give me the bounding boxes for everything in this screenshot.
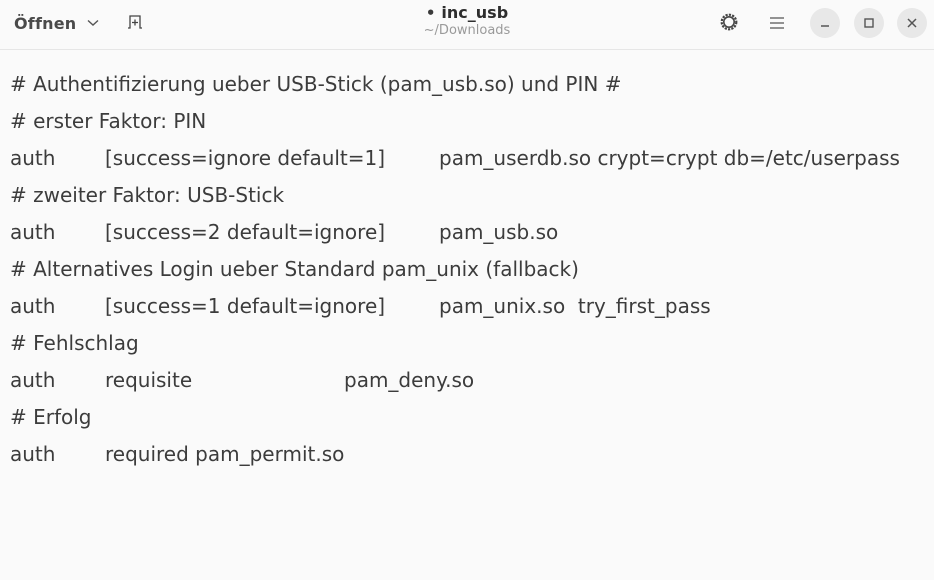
rule-control: requisite — [105, 368, 193, 392]
comment-line: # Authentifizierung ueber USB-Stick (pam… — [10, 72, 622, 96]
comment-line: # Erfolg — [10, 405, 92, 429]
rule-type: auth — [10, 442, 56, 466]
rule-module: pam_userdb.so crypt=crypt db=/etc/userpa… — [439, 146, 900, 170]
rule-line: auth requisite pam_deny.so — [10, 362, 930, 398]
comment-line: # Fehlschlag — [10, 331, 139, 355]
rule-type: auth — [10, 368, 56, 392]
comment-line: # erster Faktor: PIN — [10, 109, 207, 133]
rule-module: pam_usb.so — [439, 220, 559, 244]
text-editor[interactable]: # Authentifizierung ueber USB-Stick (pam… — [0, 51, 934, 512]
rule-module: pam_deny.so — [344, 368, 475, 392]
rule-line: auth [success=1 default=ignore] pam_unix… — [10, 288, 930, 324]
rule-module: pam_unix.so try_first_pass — [439, 294, 711, 318]
comment-line: # zweiter Faktor: USB-Stick — [10, 183, 285, 207]
chevron-down-icon — [86, 16, 100, 30]
unsaved-indicator: • — [425, 3, 436, 22]
minimize-icon — [819, 14, 831, 33]
document-title: inc_usb — [441, 3, 509, 22]
rule-control: [success=1 default=ignore] — [105, 294, 386, 318]
rule-line: auth [success=2 default=ignore] pam_usb.… — [10, 214, 930, 250]
close-button[interactable] — [897, 8, 927, 38]
close-icon — [906, 14, 918, 33]
maximize-button[interactable] — [854, 8, 884, 38]
header-bar: Öffnen • inc_usb ~/Downloads — [0, 0, 934, 50]
hamburger-menu-icon — [769, 15, 785, 34]
comment-line: # Alternatives Login ueber Standard pam_… — [10, 257, 579, 281]
rule-control: [success=ignore default=1] — [105, 146, 386, 170]
rule-line: auth [success=ignore default=1] pam_user… — [10, 140, 930, 176]
rule-line: auth required pam_permit.so — [10, 436, 930, 472]
main-menu-button[interactable] — [762, 9, 792, 39]
rule-type: auth — [10, 146, 56, 170]
settings-button[interactable] — [714, 9, 744, 39]
rule-type: auth — [10, 220, 56, 244]
rule-type: auth — [10, 294, 56, 318]
new-tab-icon — [126, 14, 144, 34]
document-path: ~/Downloads — [423, 23, 511, 38]
maximize-icon — [863, 14, 875, 33]
open-button-label: Öffnen — [14, 13, 77, 33]
rule-control: [success=2 default=ignore] — [105, 220, 386, 244]
minimize-button[interactable] — [810, 8, 840, 38]
open-button[interactable]: Öffnen — [6, 8, 108, 38]
rule-control: required pam_permit.so — [105, 442, 345, 466]
title-block: • inc_usb ~/Downloads — [360, 3, 574, 38]
gear-icon — [719, 12, 739, 36]
new-tab-button[interactable] — [120, 10, 150, 38]
